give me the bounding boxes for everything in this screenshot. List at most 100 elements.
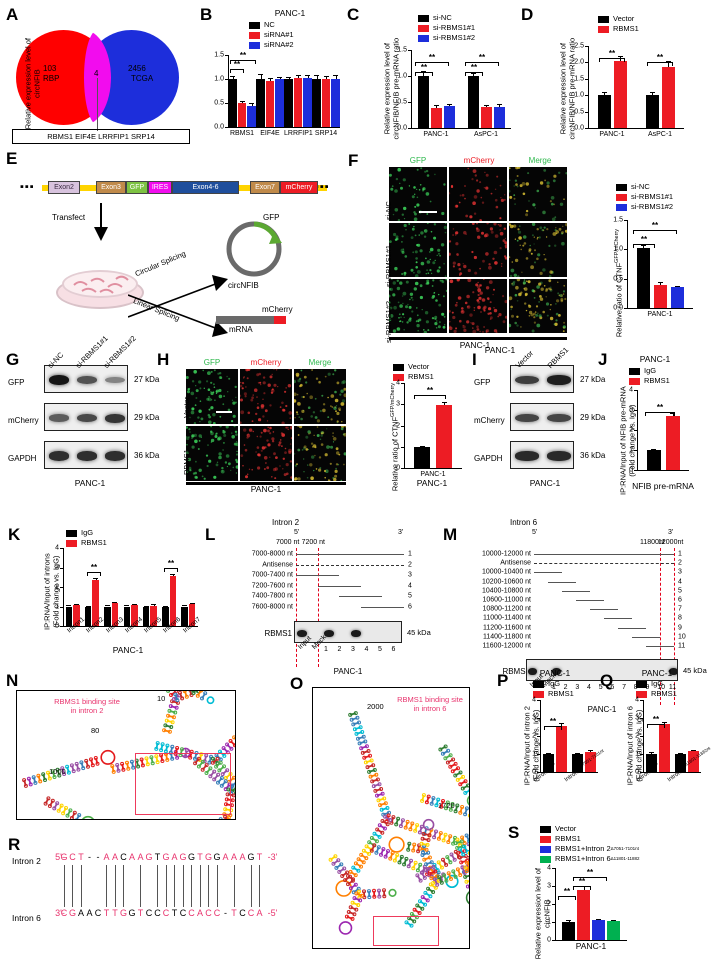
exon-exon3: Exon3: [96, 181, 126, 194]
blot-row-label: mCherry: [474, 416, 505, 425]
y-tick: [225, 127, 228, 128]
panel-f-col-gfp: GFP: [389, 156, 447, 165]
legend-swatch-nc: [249, 22, 260, 29]
blot-box: [510, 441, 574, 469]
panel-label-n: N: [6, 672, 18, 689]
blot-row-label: GFP: [8, 378, 24, 387]
error-cap: [434, 105, 439, 106]
y-tick: [401, 404, 404, 405]
blot-band: [105, 377, 126, 384]
significance-star: **: [415, 53, 449, 62]
microscopy-image: [389, 279, 447, 333]
error-cap: [575, 753, 580, 754]
significance-bracket: [415, 62, 449, 66]
panel-i-footer: PANC-1: [505, 478, 585, 488]
y-tick-label: 2: [547, 901, 551, 908]
map-blot-kda: 45 kDa: [407, 628, 431, 637]
map-mark-right: 12000nt: [658, 539, 683, 546]
exon-mcherry: mCherry: [280, 181, 318, 194]
y-tick: [408, 76, 411, 77]
y-tick: [585, 79, 588, 80]
map-fragment-line: [632, 637, 660, 638]
panel-label-s: S: [508, 824, 519, 841]
three-prime-label: 3': [668, 529, 673, 536]
map-fragment-number: 1: [678, 551, 682, 558]
bar: [647, 450, 661, 470]
map-marker-line: [296, 548, 297, 667]
y-tick-label: 0.5: [397, 99, 407, 106]
map-row-label: 10200-10600 nt: [458, 578, 531, 585]
blot-row-label: mCherry: [8, 416, 39, 425]
five-prime-label: 5': [294, 529, 299, 536]
bar: [284, 79, 293, 127]
mrna-bar-mcherry: [274, 316, 286, 324]
y-tick-label: 1: [547, 919, 551, 926]
blot-band: [49, 414, 70, 422]
bar: [662, 67, 675, 128]
panel-h-col-mcherry: mCherry: [240, 358, 292, 367]
y-tick: [401, 468, 404, 469]
legend-swatch-sirna1: [249, 32, 260, 39]
error-cap: [691, 750, 696, 751]
map-fragment-number: 5: [408, 593, 412, 600]
error-cap: [124, 605, 129, 606]
legend-item-sirna2: siRNA#2: [249, 40, 294, 50]
significance-bracket: [230, 69, 244, 73]
bar: [666, 416, 680, 470]
y-tick-label: 2.5: [574, 43, 584, 50]
x-category-label: AsPC-1: [636, 131, 684, 138]
blot-band: [49, 451, 70, 460]
y-tick-label: 3: [547, 883, 551, 890]
y-tick-label: 0.5: [214, 100, 224, 107]
map-fragment-number: 4: [678, 578, 682, 585]
bar: [577, 890, 590, 940]
legend-k-rbms1: RBMS1: [66, 538, 107, 548]
map-lane-label: 3: [351, 646, 355, 653]
legend-p-igg: IgG: [533, 679, 574, 689]
y-tick-label: 4: [396, 380, 400, 387]
base-pair-bond: [234, 865, 235, 907]
legend-swatch-k-igg: [66, 530, 77, 537]
map-row-label: 11000-11400 nt: [458, 615, 531, 622]
map-lane-label: 7: [622, 684, 626, 691]
panel-n-num-80: 80: [91, 726, 99, 735]
y-tick-label: 2: [532, 733, 536, 740]
panel-label-p: P: [497, 672, 508, 689]
map-blot-label: RBMS1: [228, 629, 292, 638]
base-pair-bond: [191, 865, 192, 907]
mrna-bar-grey: [216, 316, 274, 324]
map-footer: PANC-1: [294, 667, 402, 676]
legend-swatch-k-rbms1: [66, 540, 77, 547]
significance-bracket: [573, 877, 607, 881]
bar: [418, 76, 429, 128]
panel-f-scalebar: [419, 211, 437, 213]
microscopy-image: [509, 279, 567, 333]
sequence-char-top: -3': [264, 852, 282, 862]
significance-star: **: [647, 53, 673, 62]
error-cap: [649, 752, 654, 753]
microscopy-image: [509, 167, 567, 221]
panel-h-footer: PANC-1: [226, 484, 306, 494]
base-pair-bond: [259, 865, 260, 907]
y-tick-label: 1.5: [397, 47, 407, 54]
map-row-label: 10000-12000 nt: [458, 551, 531, 558]
map-lane-label: 6: [391, 646, 395, 653]
panel-o-num-1720: 1720: [438, 801, 455, 810]
panel-f-ylabel: Relative ratio of CTNFGFP/mCherry: [614, 228, 624, 338]
blot-kda-label: 36 kDa: [134, 451, 159, 460]
bar: [598, 95, 611, 128]
blot-band: [105, 451, 126, 460]
significance-star: **: [573, 868, 607, 877]
map-lane-label: 5: [378, 646, 382, 653]
legend-item-sinc: si-NC: [418, 13, 475, 23]
y-tick-label: 3: [55, 564, 59, 571]
base-pair-bond: [157, 865, 158, 907]
y-tick: [537, 718, 540, 719]
legend-q-igg: IgG: [636, 679, 677, 689]
y-tick: [634, 450, 637, 451]
map-fragment-number: 4: [408, 582, 412, 589]
error-cap: [66, 605, 71, 606]
